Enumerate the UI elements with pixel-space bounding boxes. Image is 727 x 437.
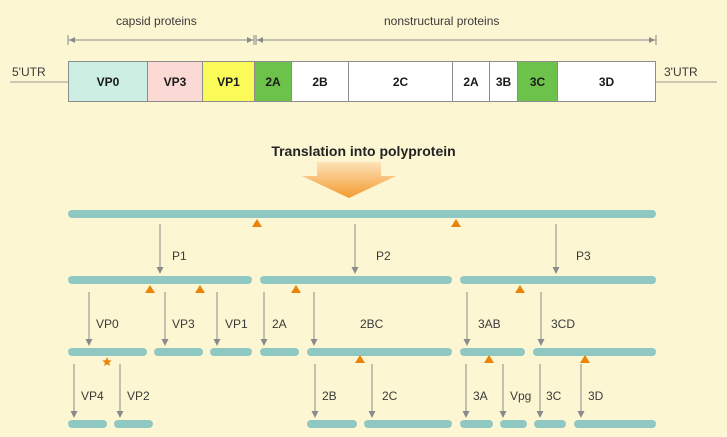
translation-label: Translation into polyprotein (271, 143, 456, 159)
cleavage-marker-2b-2c (355, 355, 365, 363)
2b-bar (307, 420, 357, 428)
3c-bar (534, 420, 566, 428)
gene-segment-3d: 3D (557, 61, 656, 102)
cleavage-marker-p2-p3 (451, 219, 461, 227)
3a-bar (460, 420, 493, 428)
vp4-label: VP4 (81, 389, 104, 403)
vp2-label: VP2 (127, 389, 150, 403)
cleavage-marker-3c-3d (580, 355, 590, 363)
3d-label: 3D (588, 389, 604, 403)
cleavage-marker-2a-2bc (291, 285, 301, 293)
capsid-proteins-label: capsid proteins (116, 14, 197, 28)
3ab-label: 3AB (478, 317, 501, 331)
vp0-bar (68, 348, 147, 356)
cleavage-marker-3a-vpg (484, 355, 494, 363)
vp3-bar (154, 348, 203, 356)
vpg-bar (500, 420, 527, 428)
cleavage-marker-p1-p2 (252, 219, 262, 227)
polyprotein-bar (68, 210, 656, 218)
p3-bar (460, 276, 656, 284)
capsid-bracket-arrow-right (247, 37, 253, 43)
gene-segment-vp0: VP0 (68, 61, 148, 102)
cleavage-marker-vp0-vp3 (145, 285, 155, 293)
2bc-label: 2BC (360, 317, 384, 331)
3c-label: 3C (546, 389, 562, 403)
gene-segment-3c: 3C (517, 61, 558, 102)
cleavage-marker-3ab-3cd (515, 285, 525, 293)
translation-arrow (302, 162, 396, 198)
3cd-label: 3CD (551, 317, 576, 331)
2bc-bar (307, 348, 452, 356)
p2-label: P2 (376, 249, 391, 263)
3cd-bar (533, 348, 656, 356)
vp3-label: VP3 (172, 317, 195, 331)
gene-segment-3b: 3B (489, 61, 518, 102)
gene-segment-vp3: VP3 (147, 61, 203, 102)
cleavage-star-vp0 (102, 357, 112, 367)
gene-segment-2a: 2A (254, 61, 292, 102)
utr3-label: 3'UTR (664, 65, 698, 79)
3a-label: 3A (473, 389, 488, 403)
p3-label: P3 (576, 249, 591, 263)
gene-segment-2b: 2B (291, 61, 349, 102)
3d-bar (574, 420, 656, 428)
2a-label: 2A (272, 317, 287, 331)
p2-bar (260, 276, 452, 284)
gene-segment-2c: 2C (348, 61, 453, 102)
gene-segment-vp1: VP1 (202, 61, 255, 102)
capsid-bracket-arrow-left (69, 37, 75, 43)
vp4-bar (68, 420, 107, 428)
2b-label: 2B (322, 389, 337, 403)
vp2-bar (114, 420, 153, 428)
p1-bar (68, 276, 252, 284)
vp1-label: VP1 (225, 317, 248, 331)
3ab-bar (460, 348, 525, 356)
p1-label: P1 (172, 249, 187, 263)
2a-bar (260, 348, 299, 356)
utr5-label: 5'UTR (12, 65, 46, 79)
nonstructural-bracket-arrow-right (649, 37, 655, 43)
vp1-bar (210, 348, 252, 356)
gene-segment-2a-second: 2A (452, 61, 490, 102)
vp0-label: VP0 (96, 317, 119, 331)
2c-label: 2C (382, 389, 398, 403)
vpg-label: Vpg (510, 389, 532, 403)
nonstructural-bracket-arrow-left (257, 37, 263, 43)
cleavage-marker-vp3-vp1 (195, 285, 205, 293)
2c-bar (364, 420, 452, 428)
nonstructural-proteins-label: nonstructural proteins (384, 14, 500, 28)
